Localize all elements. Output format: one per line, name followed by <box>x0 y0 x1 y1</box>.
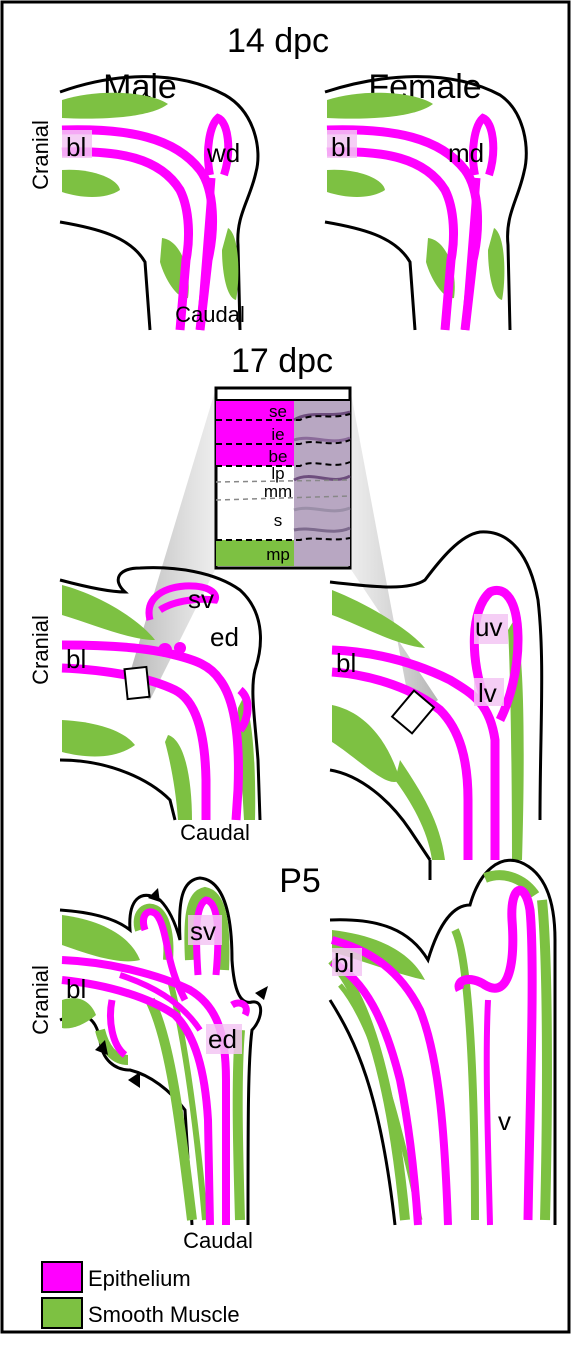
caudal-label-17dpc: Caudal <box>180 820 250 845</box>
male-p5-bl-label: bl <box>66 974 86 1004</box>
male-14dpc-wd-label: wd <box>206 138 240 168</box>
male-14dpc-muscle-lower <box>62 170 120 197</box>
male-p5-muscle-sheath-2 <box>238 1030 240 1220</box>
female-p5-muscle-right-1 <box>542 900 547 1220</box>
stage-label-17dpc: 17 dpc <box>231 342 333 380</box>
male-p5-sv-label: sv <box>190 916 216 946</box>
legend-swatch-smooth-muscle <box>42 1298 82 1328</box>
female-p5-bl-label: bl <box>334 948 354 978</box>
male-17dpc-ed-label: ed <box>210 622 239 652</box>
arrowhead-2 <box>255 986 268 1000</box>
female-17dpc-muscle-lower <box>332 705 400 782</box>
male-17dpc-sv-label: sv <box>188 584 214 614</box>
male-p5-section: bl sv ed Cranial Caudal <box>28 878 268 1253</box>
male-17dpc-section: bl sv ed Cranial Caudal <box>28 568 260 845</box>
female-14dpc-muscle-right <box>488 228 504 300</box>
male-17dpc-bl-label: bl <box>66 644 86 674</box>
female-17dpc-section: bl uv lv <box>330 532 542 880</box>
male-17dpc-zoom-box <box>124 667 149 699</box>
cranial-label-14dpc: Cranial <box>28 120 53 190</box>
cranial-label-p5: Cranial <box>28 965 53 1035</box>
female-17dpc-lv-label: lv <box>478 678 497 708</box>
female-17dpc-uv-label: uv <box>475 612 502 642</box>
female-14dpc-muscle-lower <box>327 170 385 197</box>
caudal-label-14dpc: Caudal <box>175 302 245 327</box>
stage-label-p5: P5 <box>279 862 321 900</box>
arrowhead-4 <box>128 1072 140 1088</box>
inset-layer-se: se <box>269 402 287 421</box>
male-p5-ed-bud <box>232 1003 246 1015</box>
male-17dpc-muscle-lower <box>62 720 135 756</box>
female-p5-section: bl v <box>330 860 555 1225</box>
female-14dpc-section: bl md <box>325 77 526 330</box>
female-p5-vagina-inner <box>487 1000 490 1225</box>
legend-label-smooth-muscle: Smooth Muscle <box>88 1302 240 1327</box>
female-14dpc-bl-label: bl <box>331 132 351 162</box>
female-p5-v-label: v <box>498 1106 511 1136</box>
male-p5-side-bud <box>111 1000 125 1055</box>
inset-layer-s: s <box>274 511 283 530</box>
male-14dpc-muscle-right <box>222 228 238 300</box>
female-17dpc-bl-label: bl <box>336 648 356 678</box>
stage-label-14dpc: 14 dpc <box>227 22 329 60</box>
inset-layer-ie: ie <box>271 425 284 444</box>
male-17dpc-muscle-left <box>165 735 192 820</box>
male-14dpc-section: bl wd Cranial Caudal <box>28 77 258 330</box>
legend-label-epithelium: Epithelium <box>88 1266 191 1291</box>
caudal-label-p5: Caudal <box>183 1228 253 1253</box>
female-p5-muscle-mid <box>455 930 475 1220</box>
inset-histology-image <box>294 400 350 566</box>
panel-17dpc: 17 dpc se ie be lp mm s <box>28 342 542 880</box>
panel-p5: P5 bl sv ed <box>28 860 555 1253</box>
inset-layer-mm: mm <box>264 482 292 501</box>
inset-layer-mp: mp <box>266 545 290 564</box>
inset-layer-lp: lp <box>271 464 284 483</box>
cranial-label-17dpc: Cranial <box>28 615 53 685</box>
panel-14dpc: 14 dpc Male Female bl wd Cranial Caudal <box>28 22 526 330</box>
male-17dpc-muscle-upper <box>62 585 155 640</box>
female-14dpc-md-label: md <box>448 138 484 168</box>
legend-swatch-epithelium <box>42 1262 82 1292</box>
male-14dpc-bl-label: bl <box>66 132 86 162</box>
histology-inset: se ie be lp mm s mp <box>216 388 350 568</box>
legend: Epithelium Smooth Muscle <box>42 1262 240 1328</box>
male-p5-ed-label: ed <box>208 1024 237 1054</box>
